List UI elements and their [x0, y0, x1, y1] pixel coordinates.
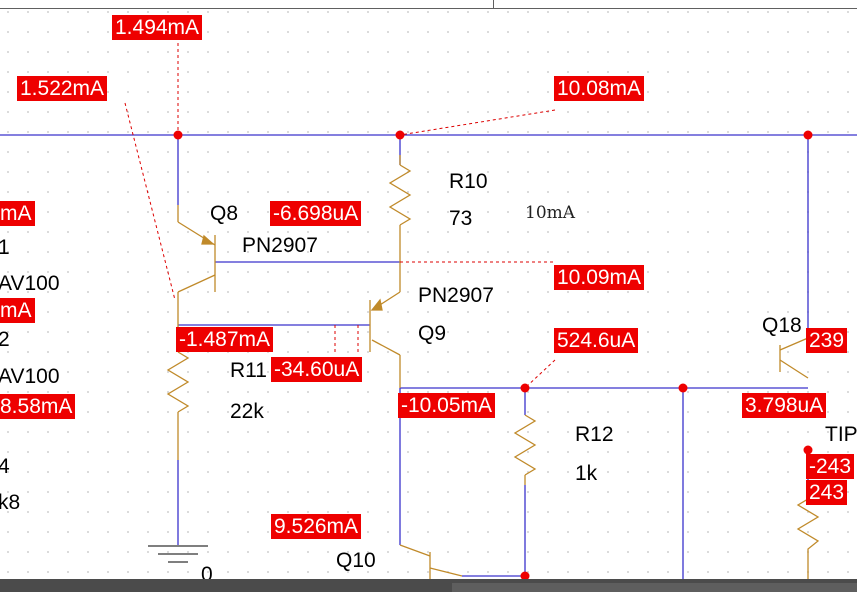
r12-label: R12	[575, 423, 614, 446]
q8-transistor[interactable]	[177, 205, 216, 325]
r10-resistor[interactable]	[388, 164, 412, 226]
wires	[0, 134, 857, 580]
edge-label: 1	[0, 236, 10, 259]
node-7[interactable]	[520, 571, 530, 581]
q9-label: Q9	[418, 322, 447, 345]
edge-label: AV100	[0, 365, 60, 388]
ground-label: 0	[201, 563, 213, 586]
probe-label[interactable]: -6.698uA	[270, 201, 362, 226]
r12-resistor[interactable]	[513, 414, 537, 476]
probe-label[interactable]: -1.487mA	[176, 327, 274, 352]
probe-label[interactable]: mA	[0, 201, 35, 226]
q9-transistor[interactable]	[369, 291, 401, 388]
edge-label: 2	[0, 328, 10, 351]
r11-value-label: 22k	[230, 400, 264, 423]
probe-label[interactable]: 243	[806, 480, 848, 505]
probe-label[interactable]: 524.6uA	[554, 328, 639, 353]
probe-label[interactable]: -34.60uA	[271, 357, 363, 382]
q8-label: Q8	[210, 202, 239, 225]
q18-label: Q18	[762, 314, 802, 337]
node-1[interactable]	[173, 130, 183, 140]
node-5[interactable]	[678, 383, 688, 393]
horizontal-scrollbar[interactable]	[0, 579, 857, 592]
q10-label: Q10	[336, 549, 376, 572]
q18-transistor[interactable]	[779, 337, 809, 379]
r11-label: R11	[230, 359, 267, 382]
probe-label[interactable]: 10.08mA	[554, 76, 645, 101]
probe-label[interactable]: 1.494mA	[112, 15, 203, 40]
node-2[interactable]	[395, 130, 405, 140]
nodes	[173, 130, 813, 581]
probe-label[interactable]: 3.798uA	[742, 393, 827, 418]
probe-leaders	[124, 43, 556, 389]
scrollbar-thumb[interactable]	[452, 583, 857, 592]
components	[166, 155, 820, 580]
node-3[interactable]	[803, 130, 813, 140]
q8-model-label: PN2907	[242, 234, 318, 257]
probe-label[interactable]: 8.58mA	[0, 394, 76, 419]
probe-label[interactable]: mA	[0, 298, 35, 323]
probe-label[interactable]: -10.05mA	[398, 393, 496, 418]
title-block-frame	[0, 0, 857, 9]
r10-note-label: 10mA	[525, 203, 576, 223]
frame-divider	[493, 0, 494, 8]
node-4[interactable]	[520, 383, 530, 393]
probe-label[interactable]: 1.522mA	[17, 76, 108, 101]
edge-label: k8	[0, 491, 21, 514]
r12-value-label: 1k	[575, 462, 598, 485]
probe-label[interactable]: -243	[806, 454, 855, 479]
probe-label[interactable]: 9.526mA	[271, 514, 362, 539]
edge-label: AV100	[0, 272, 60, 295]
q10-transistor[interactable]	[399, 544, 463, 580]
probe-label[interactable]: 10.09mA	[554, 265, 645, 290]
tip-label: TIP	[825, 423, 857, 446]
probe-label[interactable]: 239	[806, 328, 848, 353]
ground-symbol[interactable]	[148, 545, 208, 563]
edge-label: 4	[0, 455, 10, 478]
q9-model-label: PN2907	[418, 284, 494, 307]
node-6[interactable]	[803, 445, 813, 455]
r10-value-label: 73	[449, 207, 473, 230]
r10-label: R10	[449, 170, 488, 193]
